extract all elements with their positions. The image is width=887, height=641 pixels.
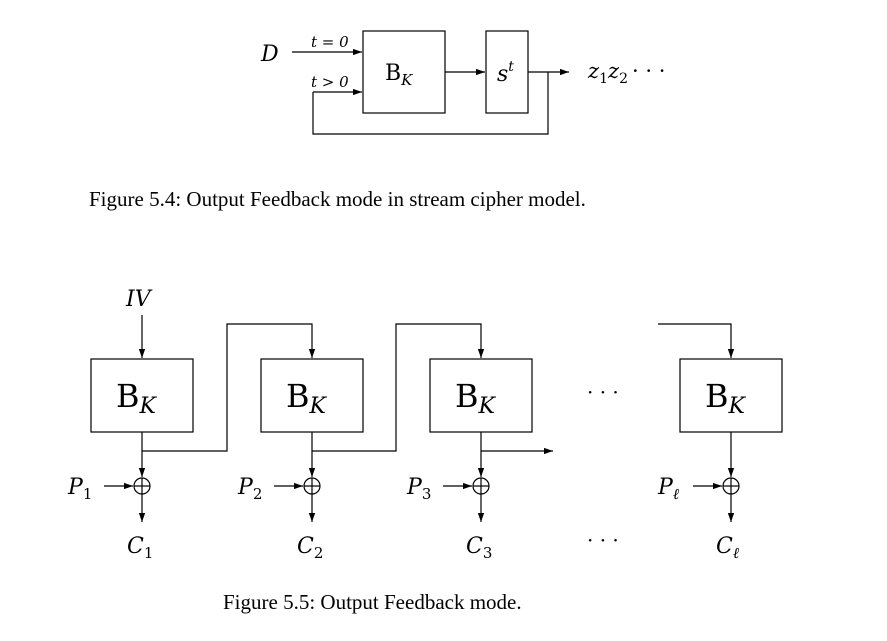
ciphertext-label-3: C3 [466,534,492,562]
keystream-output-label: z1z2· · · [587,59,665,87]
stage-2: BK P2 C2 [237,358,364,562]
plaintext-label-2: P2 [237,475,262,503]
stage-3: BK P3 C3 [406,358,533,562]
xor-icon-2 [303,477,321,495]
ciphertext-label-last: Cℓ [716,534,739,562]
plaintext-label-3: P3 [406,475,431,503]
block-cipher-label-3: BK [455,377,497,419]
chain-line-2-3 [312,323,485,452]
input-d-label: D [260,42,279,67]
block-cipher-box-3 [429,358,533,433]
plaintext-label-last: Pℓ [657,475,679,503]
caption-figure-5-5: Figure 5.5: Output Feedback mode. [223,590,522,614]
iv-label: IV [125,287,153,312]
block-cipher-box-last [679,358,783,433]
block-cipher-box-2 [260,358,364,433]
block-cipher-box-1 [90,358,194,433]
xor-icon-1 [133,477,151,495]
plaintext-label-1: P1 [67,475,92,503]
condition-t-eq-0: t = 0 [311,33,349,51]
block-cipher-label-1: BK [116,377,158,419]
stage-last: BK Pℓ Cℓ [657,358,783,562]
xor-icon-3 [472,477,490,495]
ciphertext-label-2: C2 [297,534,323,562]
block-cipher-box [362,30,446,114]
caption-figure-5-4: Figure 5.4: Output Feedback mode in stre… [89,187,586,211]
block-cipher-label: BK [385,61,413,89]
figure-5-5: IV BK P1 C1 BK P2 C2 [67,287,783,614]
block-cipher-label-last: BK [705,377,747,419]
ellipsis-blocks: · · · [587,380,619,404]
ciphertext-label-1: C1 [127,534,153,562]
chain-line-1-2 [142,323,316,452]
state-label: st [497,59,514,87]
stage-1: BK P1 C1 [67,358,194,562]
condition-t-gt-0: t > 0 [311,73,349,91]
chain-line-in-last [658,323,735,358]
xor-icon-last [722,477,740,495]
state-box [485,30,529,114]
block-cipher-label-2: BK [286,377,328,419]
figure-5-4: D t = 0 t > 0 BK st z1z2· · · Figure 5.4… [89,30,665,211]
feedback-loop-line [312,72,549,135]
ellipsis-ciphertexts: · · · [587,528,619,552]
